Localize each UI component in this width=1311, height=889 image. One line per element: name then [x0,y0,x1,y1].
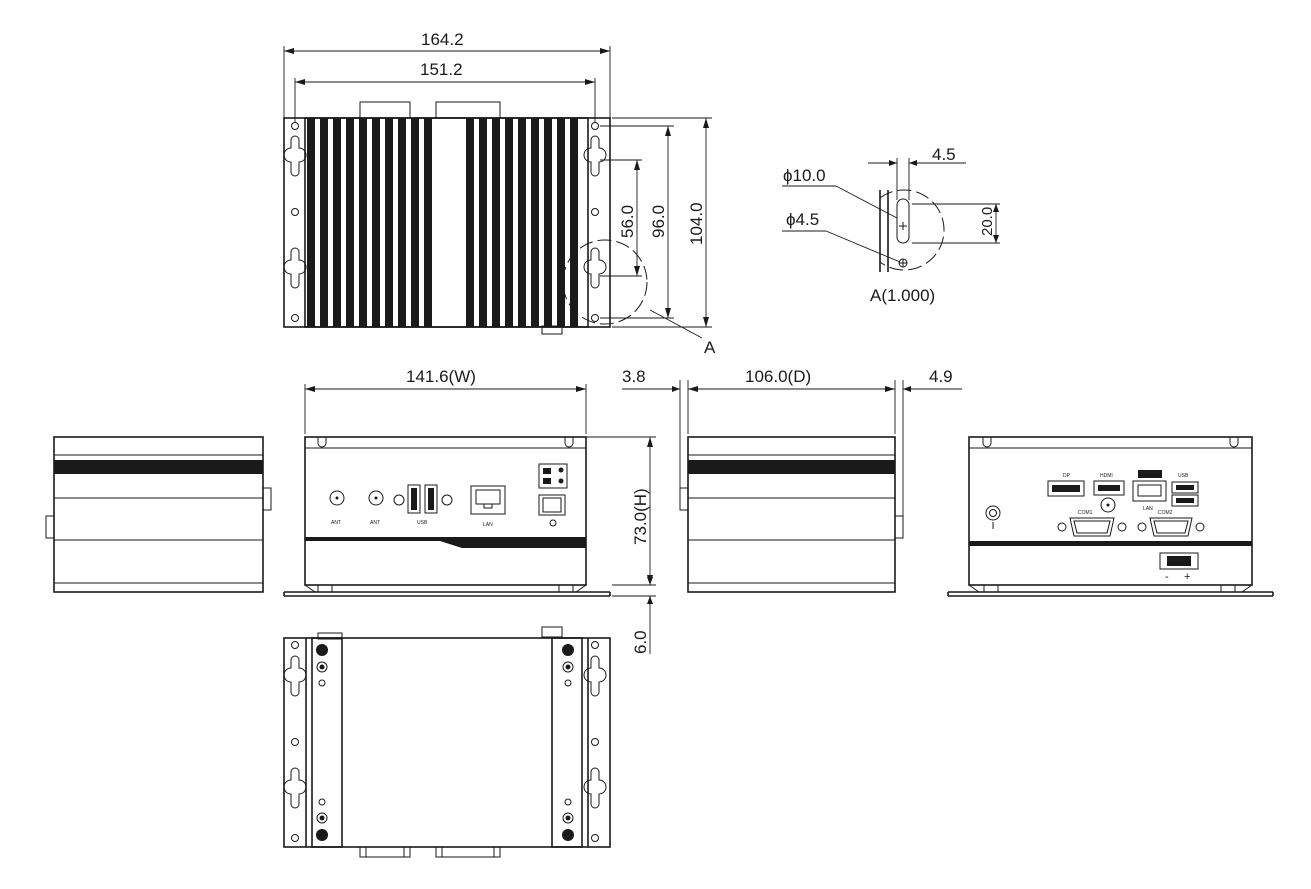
hdmi-port: HDMI [1093,473,1125,513]
dim-hole-spacing-width: 151.2 [294,60,596,122]
front-view: ANT ANT USB LAN [283,436,611,597]
dim-offset-right-label: 4.9 [929,367,953,386]
dc-plus-label: + [1184,571,1190,583]
antenna-connectors: ANT ANT [329,490,384,526]
detail-slot-width: 4.5 [932,145,956,164]
keyhole-slots-left [283,122,307,322]
detail-diameter-small: ϕ4.5 [786,210,819,229]
dim-96-label: 96.0 [649,205,668,238]
power-switch [538,463,568,527]
dim-foot: 6.0 [612,577,656,654]
dim-hole-spacing-width-label: 151.2 [420,60,463,79]
detail-a-circle [562,239,648,325]
com1-port: COM1 [1057,510,1127,537]
usb-front-label: USB [417,520,428,526]
detail-diameter-large: ϕ10.0 [783,166,826,185]
dim-overall-width: 164.2 [283,30,611,118]
com2-label: COM2 [1158,510,1173,516]
lan-front-label: LAN [483,522,493,528]
com1-label: COM1 [1078,510,1093,516]
hdmi-label: HDMI [1100,473,1113,479]
detail-title: A(1.000) [870,286,935,305]
dp-label: DP [1063,473,1071,479]
right-side-view [679,436,904,593]
dim-width-w-label: 141.6(W) [406,367,476,386]
left-side-view [45,436,272,593]
dim-height-h-label: 73.0(H) [631,488,650,545]
dim-depth-d-label: 106.0(D) [745,367,811,386]
top-view: A [283,101,716,357]
com2-port: COM2 [1137,510,1205,537]
detail-slot-length: 20.0 [979,207,996,236]
dim-104-label: 104.0 [687,202,706,245]
lan-front: LAN [470,485,506,528]
lan-rear-label: LAN [1143,506,1153,512]
ant2-label: ANT [370,520,380,526]
dim-56-label: 56.0 [618,205,637,238]
ant1-label: ANT [331,520,341,526]
ground-screw [985,505,1001,521]
dc-input: - + [1159,552,1199,583]
usb-rear: USB [1171,473,1199,507]
detail-a-callout: A [704,338,716,357]
dc-minus-label: - [1165,571,1169,583]
dim-width-w: 141.6(W) [304,367,587,434]
dim-vertical-top-view: 56.0 96.0 104.0 [600,117,712,328]
dim-offset-left-label: 3.8 [622,367,646,386]
bottom-view [283,626,611,858]
detail-a-view: 4.5 20.0 ϕ10.0 ϕ4.5 A(1.000) [782,145,1000,305]
dim-height-h: 73.0(H) [578,436,656,586]
keyhole-slots-right [583,122,607,322]
heatsink-fins [307,118,578,327]
usb-rear-label: USB [1178,473,1189,479]
dim-foot-label: 6.0 [631,630,650,654]
dp-port: DP [1047,473,1085,497]
lan-rear: LAN [1132,470,1167,512]
dim-depth-d: 106.0(D) 3.8 4.9 [622,367,962,516]
dim-overall-width-label: 164.2 [421,30,464,49]
rear-view: DP HDMI LAN USB COM1 [947,436,1274,597]
usb-front: USB [393,484,453,526]
